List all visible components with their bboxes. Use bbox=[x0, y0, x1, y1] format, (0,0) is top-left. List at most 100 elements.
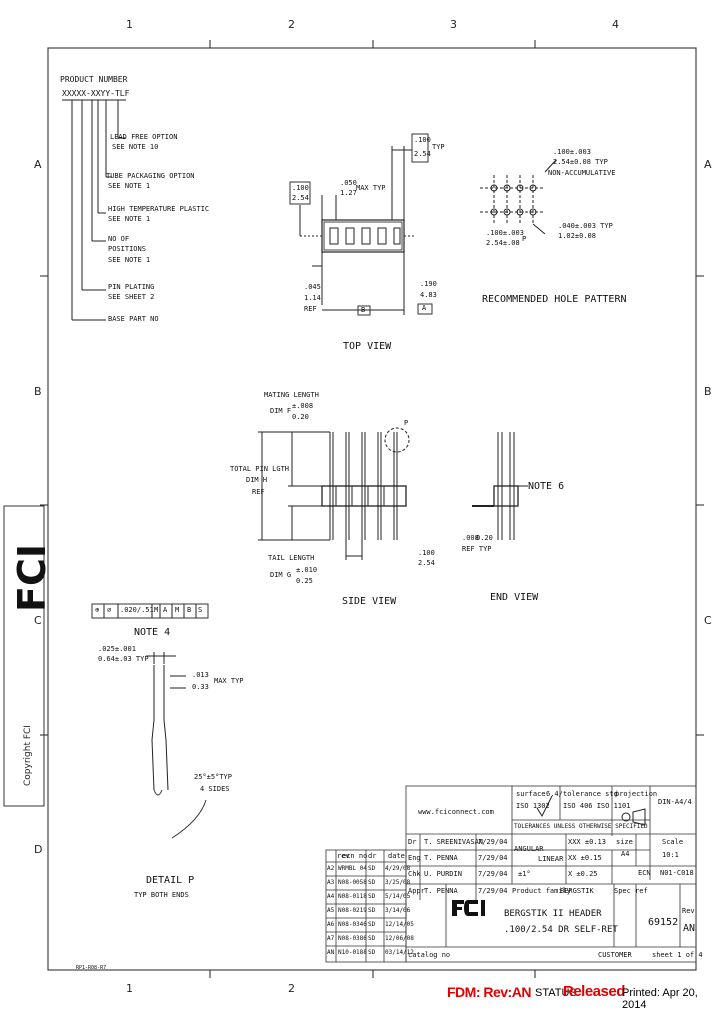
tb-rev-a4-ecn: N08-0118 bbox=[338, 893, 367, 900]
fcf-position: ⊕ bbox=[95, 606, 100, 614]
tb-rev-a5-dr: SD bbox=[368, 907, 376, 914]
option-tube-note: SEE NOTE 1 bbox=[108, 182, 151, 190]
tb-ecn: ECN bbox=[638, 869, 651, 877]
top-dim-left-in: .100 bbox=[292, 184, 309, 192]
tb-role-appr: Appr bbox=[408, 887, 425, 895]
detail-note-4: NOTE 4 bbox=[134, 627, 171, 638]
tb-rev-a6: A6 bbox=[327, 921, 335, 928]
total-ref: REF bbox=[252, 488, 265, 496]
hole-dim3-a: .040±.003 TYP bbox=[558, 222, 613, 230]
mating-tol: ±.008 bbox=[292, 402, 314, 410]
tb-xxx-tol: XXX ±0.13 bbox=[568, 838, 606, 846]
zone-row-b-left: B bbox=[34, 385, 42, 398]
option-pin-plating: PIN PLATING bbox=[108, 283, 155, 291]
tb-rev-a6-dr: SD bbox=[368, 921, 376, 928]
tb-rev-val: AN bbox=[683, 923, 696, 934]
zone-row-d-left: D bbox=[34, 843, 43, 856]
detail-4-sides: 4 SIDES bbox=[200, 785, 230, 793]
option-high-temp: HIGH TEMPERATURE PLASTIC bbox=[108, 205, 210, 213]
side-dim-254: 2.54 bbox=[418, 559, 435, 567]
tb-name-dr: T. SREENIVASAN bbox=[424, 838, 484, 846]
tb-pf-label: Product family bbox=[512, 887, 572, 895]
tb-rev-a3-dr: SD bbox=[368, 879, 376, 886]
top-dim-100-in: .100 bbox=[414, 136, 431, 144]
top-dim-114: 1.14 bbox=[304, 294, 321, 302]
hole-dim1-a: .100±.003 bbox=[553, 148, 591, 156]
top-dim-050-in: .050 bbox=[340, 179, 357, 187]
tb-rev-an: AN bbox=[327, 949, 335, 956]
footer-status-bar: FDM: Rev:AN STATUS Released Printed: Apr… bbox=[0, 978, 720, 1011]
side-dim-100: .100 bbox=[418, 549, 435, 557]
tb-date-appr: 7/29/04 bbox=[478, 887, 508, 895]
fcf-m2: M bbox=[175, 606, 180, 614]
zone-col-2-bottom: 2 bbox=[288, 982, 295, 995]
tb-rev-a3-date: 3/25/08 bbox=[385, 879, 411, 886]
top-view-label: TOP VIEW bbox=[343, 341, 392, 352]
tb-rev-a2: A2 bbox=[327, 865, 335, 872]
detail-dim-033: 0.33 bbox=[192, 683, 209, 691]
zone-row-a-right: A bbox=[704, 158, 712, 171]
tb-role-dr: Dr bbox=[408, 838, 417, 846]
zone-row-b-right: B bbox=[704, 385, 712, 398]
fcf-tol: .020/.51 bbox=[120, 606, 154, 614]
zone-col-3-top: 3 bbox=[450, 18, 457, 31]
option-positions-a: NO OF bbox=[108, 235, 130, 243]
title-fci-logo bbox=[452, 900, 485, 916]
detail-max-typ: MAX TYP bbox=[214, 677, 244, 685]
zone-col-1-top: 1 bbox=[126, 18, 133, 31]
tb-scale-val: 10:1 bbox=[662, 851, 679, 859]
tb-name-eng: T. PENNA bbox=[424, 854, 458, 862]
tb-rev-a4-date: 5/14/05 bbox=[385, 893, 411, 900]
tb-size-val: A4 bbox=[621, 850, 630, 858]
detail-dim-025: .025±.001 bbox=[98, 645, 136, 653]
tb-rev-an-ecn: N10-0188 bbox=[338, 949, 367, 956]
tb-rev-an-date: 03/14/12 bbox=[385, 949, 414, 956]
tb-rev-a5-date: 3/14/06 bbox=[385, 907, 411, 914]
tb-size: size bbox=[616, 838, 633, 846]
side-p: P bbox=[404, 419, 409, 427]
tb-surface: surface bbox=[516, 790, 546, 798]
tb-rev-h-rev: rev bbox=[337, 852, 350, 860]
top-datum-b: B bbox=[361, 306, 366, 314]
corner-tag: RP1-R08-R7 bbox=[76, 965, 107, 971]
option-positions-b: POSITIONS bbox=[108, 245, 146, 253]
tb-rev-a6-date: 12/14/05 bbox=[385, 921, 414, 928]
tb-rev-a2-date: 4/29/08 bbox=[385, 865, 411, 872]
option-positions-note: SEE NOTE 1 bbox=[108, 256, 151, 264]
mating-length: MATING LENGTH bbox=[264, 391, 319, 399]
tb-rev-a2-ecn: WRMBL 04 bbox=[338, 865, 367, 872]
end-dim-008: .008 bbox=[462, 534, 479, 542]
option-lead-free: LEAD FREE OPTION bbox=[110, 133, 178, 141]
fcf-m1: M bbox=[154, 606, 159, 614]
tb-rev-an-dr: SD bbox=[368, 949, 376, 956]
tb-rev-h-date: date bbox=[388, 852, 405, 860]
tb-rev-a3: A3 bbox=[327, 879, 335, 886]
product-number-title: PRODUCT NUMBER bbox=[60, 75, 128, 84]
detail-dim-064: 0.64±.03 TYP bbox=[98, 655, 149, 663]
tb-tolerance-iso: ISO 406 ISO 1101 bbox=[563, 802, 631, 810]
tail-dim-g: DIM G bbox=[270, 571, 292, 579]
tail-tol-mm: 0.25 bbox=[296, 577, 313, 585]
detail-p-label: DETAIL P bbox=[146, 875, 195, 886]
tb-date-chk: 7/29/04 bbox=[478, 870, 508, 878]
fcf-a: A bbox=[163, 606, 168, 614]
tb-projection: projection bbox=[615, 790, 658, 798]
top-dim-left-mm: 2.54 bbox=[292, 194, 309, 202]
tb-name-chk: U. PURDIN bbox=[424, 870, 462, 878]
tb-rev-a3-ecn: N08-0058 bbox=[338, 879, 367, 886]
end-dim-ref: REF TYP bbox=[462, 545, 492, 553]
fcf-b: B bbox=[187, 606, 192, 614]
tb-rev-h-ecn: ecn no bbox=[342, 852, 368, 860]
tb-rev-a7-dr: SD bbox=[368, 935, 376, 942]
tb-din: DIN-A4/4 bbox=[658, 798, 692, 806]
tb-ecn-val: N01-C018 bbox=[660, 869, 694, 877]
top-typ: TYP bbox=[432, 143, 445, 151]
option-lead-free-note: SEE NOTE 10 bbox=[112, 143, 159, 151]
hole-dim3-b: 1.02±0.08 bbox=[558, 232, 596, 240]
hole-dim1-b: 2.54±0.08 TYP bbox=[553, 158, 608, 166]
tb-spec-ref: Spec ref bbox=[614, 887, 648, 895]
fcf-dia: ∅ bbox=[107, 606, 112, 614]
detail-dim-013: .013 bbox=[192, 671, 209, 679]
hole-dim2-b: 2.54±.08 bbox=[486, 239, 520, 247]
tb-rev-a5-ecn: N08-0219 bbox=[338, 907, 367, 914]
